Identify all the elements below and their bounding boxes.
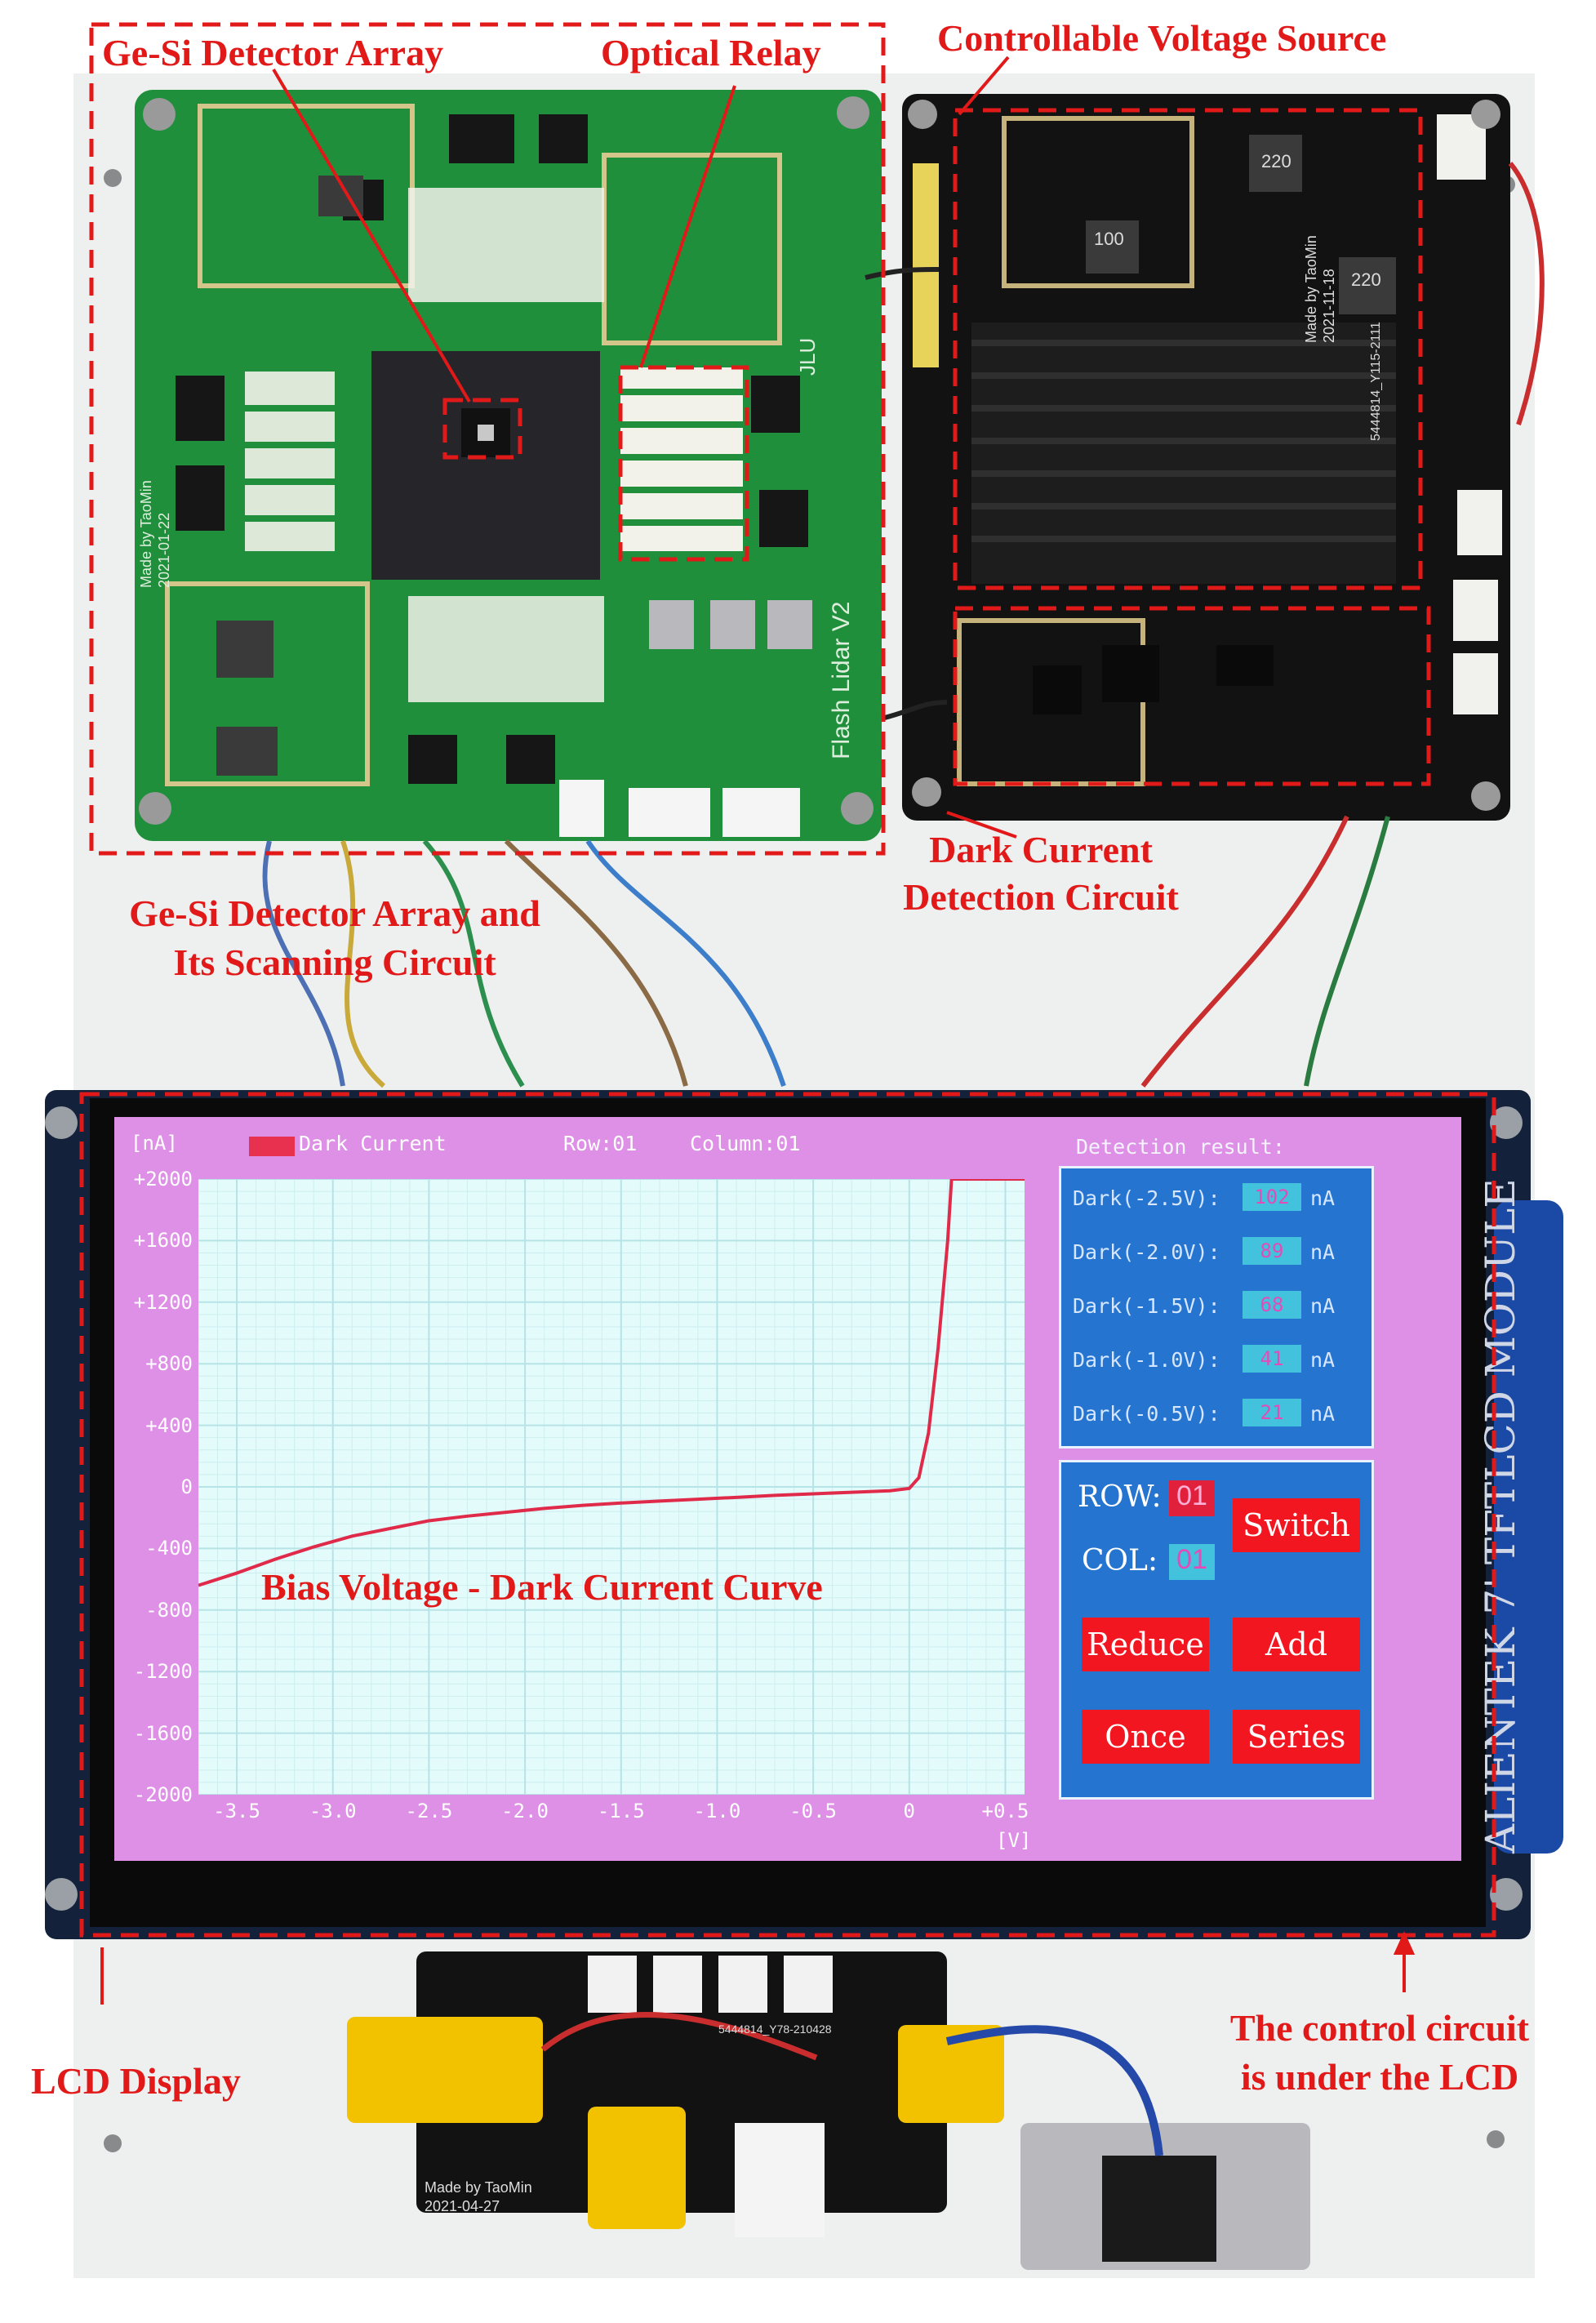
switch-button[interactable]: Switch [1233, 1498, 1360, 1552]
scanning-circuit-label-2: Its Scanning Circuit [173, 941, 496, 983]
result-unit: nA [1310, 1240, 1336, 1264]
control-code-text: 5444814_Y78-210428 [718, 2023, 832, 2036]
result-value: 21 [1243, 1399, 1301, 1426]
reduce-button[interactable]: Reduce [1082, 1618, 1209, 1671]
once-button[interactable]: Once [1082, 1710, 1209, 1764]
control-board: Made by TaoMin 2021-04-27 5444814_Y78-21… [347, 1951, 1310, 2270]
control-date-text: 2021-04-27 [425, 2198, 500, 2214]
control-circuit-label-1: The control circuit [1229, 2007, 1530, 2049]
result-value: 68 [1243, 1291, 1301, 1319]
control-circuit-label-2: is under the LCD [1240, 2056, 1519, 2098]
optical-relay-label: Optical Relay [601, 32, 821, 73]
column-info: Column:01 [690, 1132, 801, 1155]
result-unit: nA [1310, 1294, 1336, 1318]
scanning-circuit-label-1: Ge-Si Detector Array and [129, 892, 540, 934]
board-name-text: Flash Lidar V2 [828, 602, 855, 759]
result-label: Dark(-1.5V): [1073, 1294, 1220, 1318]
lcd-module-text: ALIENTEK 7' TFTLCD MODULE [1477, 1178, 1524, 1854]
row-info: Row:01 [563, 1132, 638, 1155]
y-tick-label: +1600 [133, 1229, 193, 1253]
dark-current-series-line [198, 1179, 1025, 1587]
voltage-source-box [953, 108, 1423, 590]
control-panel: ROW: 01 COL: 01 Switch Reduce Add Once S… [1059, 1460, 1374, 1800]
col-value-field[interactable]: 01 [1169, 1544, 1215, 1580]
series-button[interactable]: Series [1233, 1710, 1360, 1764]
row-label: ROW: [1078, 1480, 1162, 1514]
y-tick-label: 0 [180, 1475, 193, 1498]
dark-current-label-2: Detection Circuit [903, 876, 1179, 918]
dark-current-box [953, 606, 1431, 786]
result-unit: nA [1310, 1348, 1336, 1372]
x-tick-label: -3.0 [309, 1800, 357, 1822]
voltage-source-label: Controllable Voltage Source [937, 17, 1387, 59]
result-value: 41 [1243, 1345, 1301, 1373]
control-author-text: Made by TaoMin [425, 2179, 532, 2196]
detection-results-panel: Dark(-2.5V): 102 nA Dark(-2.0V): 89 nA Dark(-1… [1059, 1166, 1374, 1449]
inductor-3-label: 220 [1351, 269, 1381, 290]
green-author-text: Made by TaoMin [138, 480, 154, 588]
x-tick-label: -1.5 [597, 1800, 645, 1822]
result-unit: nA [1310, 1402, 1336, 1426]
result-label: Dark(-2.5V): [1073, 1186, 1220, 1210]
detector-array-box [89, 22, 886, 856]
x-tick-label: +0.5 [981, 1800, 1029, 1822]
chart-plot-area [198, 1179, 1025, 1795]
y-tick-label: +800 [145, 1352, 193, 1376]
black-author-text: Made by TaoMin [1303, 235, 1319, 343]
row-value-field[interactable]: 01 [1169, 1480, 1215, 1516]
leader-lines [100, 56, 1416, 2005]
y-tick-label: -2000 [133, 1783, 193, 1806]
x-tick-label: -0.5 [789, 1800, 837, 1822]
x-tick-label: 0 [903, 1800, 915, 1822]
optical-relay-box [618, 365, 749, 562]
detection-title: Detection result: [1076, 1135, 1285, 1159]
col-label: COL: [1082, 1544, 1158, 1578]
y-unit-label: [nA] [131, 1132, 178, 1155]
y-tick-label: +1200 [133, 1290, 193, 1314]
x-tick-label: -2.0 [501, 1800, 549, 1822]
x-tick-label: -2.5 [405, 1800, 453, 1822]
annotation-boxes [79, 22, 1496, 1938]
curve-title-label: Bias Voltage - Dark Current Curve [261, 1566, 823, 1608]
detector-chip-box [442, 398, 522, 460]
black-code-text: 5444814_Y115-2111 [1369, 322, 1383, 441]
result-value: 89 [1243, 1237, 1301, 1265]
green-pcb: Flash Lidar V2 JLU Made by TaoMin 2021-0… [135, 90, 882, 841]
y-tick-label: -1600 [133, 1721, 193, 1745]
lcd-display-label: LCD Display [31, 2060, 241, 2102]
x-tick-label: -1.0 [693, 1800, 741, 1822]
add-button[interactable]: Add [1233, 1618, 1360, 1671]
y-tick-label: -1200 [133, 1660, 193, 1684]
result-unit: nA [1310, 1186, 1336, 1210]
black-date-text: 2021-11-18 [1321, 269, 1337, 343]
black-pcb: Made by TaoMin 2021-11-18 5444814_Y115-2… [902, 94, 1510, 821]
y-tick-label: -400 [145, 1537, 193, 1560]
green-date-text: 2021-01-22 [156, 513, 172, 588]
dark-current-chart [198, 1179, 1025, 1795]
inductor-1-label: 100 [1094, 229, 1124, 249]
legend-label: Dark Current [299, 1132, 447, 1155]
result-label: Dark(-1.0V): [1073, 1348, 1220, 1372]
y-tick-label: +2000 [133, 1168, 193, 1190]
detector-array-label: Ge-Si Detector Array [102, 32, 444, 73]
board-badge-text: JLU [795, 338, 820, 376]
lcd-display-box [79, 1092, 1496, 1938]
result-label: Dark(-0.5V): [1073, 1402, 1220, 1426]
inductor-2-label: 220 [1261, 151, 1291, 171]
result-value: 102 [1243, 1183, 1301, 1211]
result-label: Dark(-2.0V): [1073, 1240, 1220, 1264]
wire-harness [262, 162, 1545, 1088]
y-tick-label: -800 [145, 1598, 193, 1622]
legend-swatch [249, 1137, 295, 1156]
lcd-screen: [nA] Dark Current Row:01 Column:01 +2000… [114, 1117, 1461, 1861]
y-tick-label: +400 [145, 1413, 193, 1437]
dark-current-label-1: Dark Current [929, 829, 1153, 870]
x-tick-label: -3.5 [213, 1800, 260, 1822]
x-unit-label: [V] [996, 1829, 1032, 1852]
